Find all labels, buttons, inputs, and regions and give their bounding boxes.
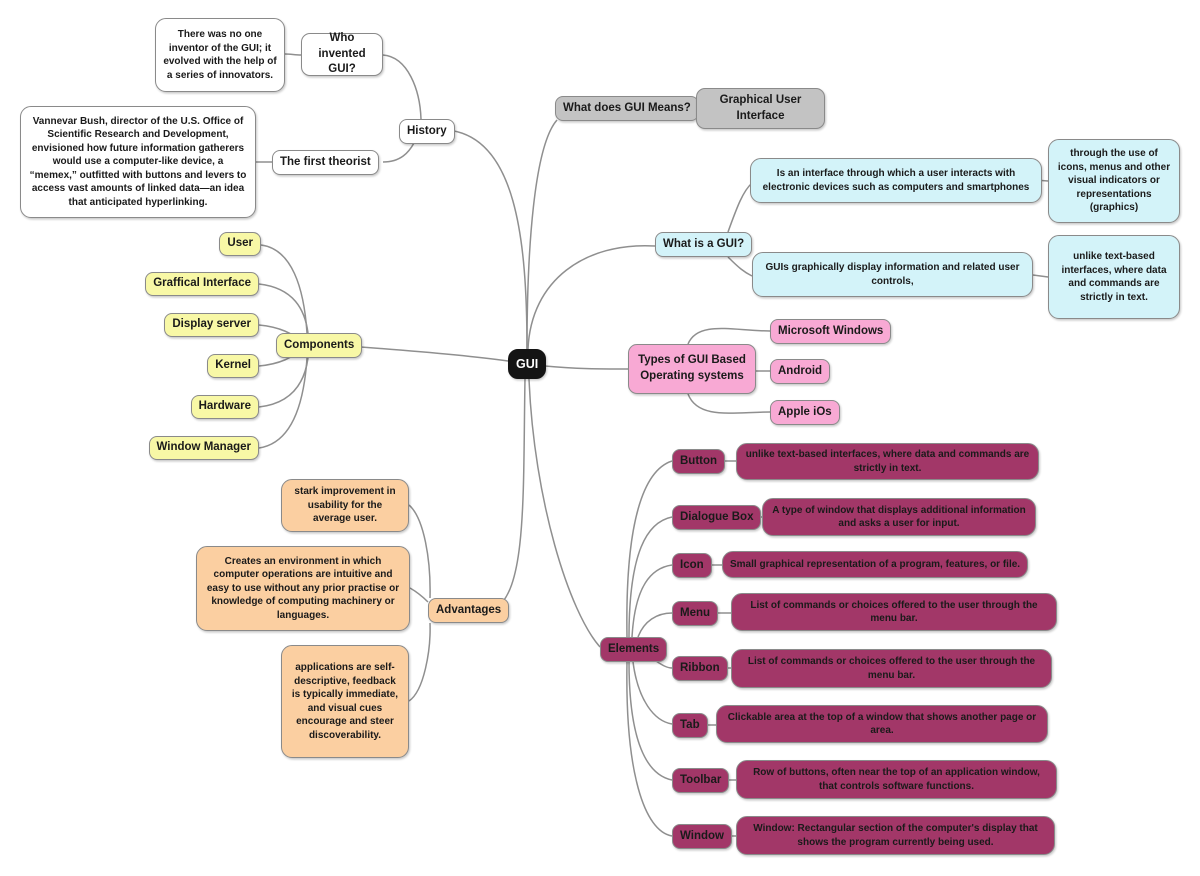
node-component-hardware[interactable]: Hardware (190, 395, 259, 419)
connector-history-gui (446, 129, 528, 350)
node-component-graffical-interface[interactable]: Graffical Interface (145, 272, 259, 296)
node-first-theorist[interactable]: The first theorist (272, 150, 379, 175)
node-definition-unlike-text[interactable]: unlike text-based interfaces, where data… (1048, 235, 1180, 319)
connector-elements-ribbon (655, 660, 673, 669)
connector-whatis-point2 (727, 256, 753, 277)
connector-gui-advantages (495, 378, 526, 609)
connector-elements-toolbar (628, 661, 673, 781)
connector-components-user (260, 244, 308, 334)
node-who-invented-gui[interactable]: Who invented GUI? (301, 32, 383, 76)
connector-advantages-applications (408, 622, 431, 702)
connector-inventor-detail-who-invented (284, 53, 302, 56)
connector-whatis-gui (527, 245, 656, 350)
connector-who-invented-history (382, 54, 422, 120)
node-advantages[interactable]: Advantages (428, 598, 510, 623)
node-component-display-server[interactable]: Display server (164, 313, 259, 337)
node-definition-interacts[interactable]: Is an interface through which a user int… (750, 158, 1042, 203)
node-type-microsoft-windows[interactable]: Microsoft Windows (770, 319, 892, 344)
connector-elements-dialogue (628, 516, 673, 638)
node-element-dialogue-box[interactable]: Dialogue Box (672, 505, 762, 530)
node-type-android[interactable]: Android (770, 359, 831, 384)
node-advantage-usability[interactable]: stark improvement in usability for the a… (281, 479, 409, 532)
connector-gui-types (544, 365, 629, 370)
node-element-toolbar[interactable]: Toolbar (672, 768, 730, 793)
node-element-menu-desc[interactable]: List of commands or choices offered to t… (731, 593, 1057, 631)
node-element-tab-desc[interactable]: Clickable area at the top of a window th… (716, 705, 1048, 743)
node-component-kernel[interactable]: Kernel (207, 354, 259, 378)
node-element-ribbon[interactable]: Ribbon (672, 656, 728, 681)
connector-types-apple (687, 393, 771, 414)
node-element-ribbon-desc[interactable]: List of commands or choices offered to t… (731, 649, 1052, 688)
connector-components-graffical (258, 283, 309, 334)
connector-first-theorist-history (382, 142, 415, 163)
node-history[interactable]: History (399, 119, 455, 144)
node-type-apple-ios[interactable]: Apple iOs (770, 400, 840, 425)
connector-elements-menu (637, 612, 673, 638)
node-definition-through-use[interactable]: through the use of icons, menus and othe… (1048, 139, 1180, 223)
node-element-dialogue-box-desc[interactable]: A type of window that displays additiona… (762, 498, 1036, 536)
connector-point2-detail (1032, 274, 1049, 278)
node-elements[interactable]: Elements (600, 637, 668, 662)
connector-meaning-gui (526, 119, 558, 350)
node-element-window[interactable]: Window (672, 824, 732, 849)
connector-elements-icon (631, 564, 673, 638)
node-component-window-manager[interactable]: Window Manager (148, 436, 259, 460)
connector-types-windows (687, 327, 771, 345)
node-element-menu[interactable]: Menu (672, 601, 719, 626)
connector-components-window-manager (258, 357, 308, 449)
node-history-inventor-detail[interactable]: There was no one inventor of the GUI; it… (155, 18, 285, 92)
node-element-toolbar-desc[interactable]: Row of buttons, often near the top of an… (736, 760, 1057, 799)
connector-elements-button (626, 460, 673, 638)
node-types-of-gui-os[interactable]: Types of GUI Based Operating systems (628, 344, 756, 394)
connector-components-gui (346, 345, 509, 362)
connector-gui-elements (528, 378, 601, 648)
node-element-button[interactable]: Button (672, 449, 726, 474)
node-element-icon[interactable]: Icon (672, 553, 712, 578)
node-element-button-desc[interactable]: unlike text-based interfaces, where data… (736, 443, 1039, 480)
node-element-icon-desc[interactable]: Small graphical representation of a prog… (722, 551, 1029, 578)
connector-whatis-point1 (727, 182, 753, 233)
node-graphical-user-interface[interactable]: Graphical User Interface (696, 88, 825, 129)
connector-advantages-creates (409, 587, 429, 603)
node-components[interactable]: Components (276, 333, 363, 358)
connector-elements-tab (632, 661, 673, 725)
node-component-user[interactable]: User (219, 232, 261, 256)
node-advantage-self-descriptive[interactable]: applications are self-descriptive, feedb… (281, 645, 409, 758)
node-what-is-a-gui[interactable]: What is a GUI? (655, 232, 753, 257)
node-what-does-gui-mean[interactable]: What does GUI Means? (555, 96, 699, 121)
node-definition-graphically-display[interactable]: GUIs graphically display information and… (752, 252, 1033, 297)
node-gui-center[interactable]: GUI (508, 349, 547, 379)
node-advantage-environment[interactable]: Creates an environment in which computer… (196, 546, 410, 631)
connector-elements-window (626, 661, 673, 837)
node-first-theorist-detail[interactable]: Vannevar Bush, director of the U.S. Offi… (20, 106, 256, 218)
connector-advantages-stark (408, 504, 431, 599)
node-element-tab[interactable]: Tab (672, 713, 708, 738)
node-element-window-desc[interactable]: Window: Rectangular section of the compu… (736, 816, 1055, 855)
